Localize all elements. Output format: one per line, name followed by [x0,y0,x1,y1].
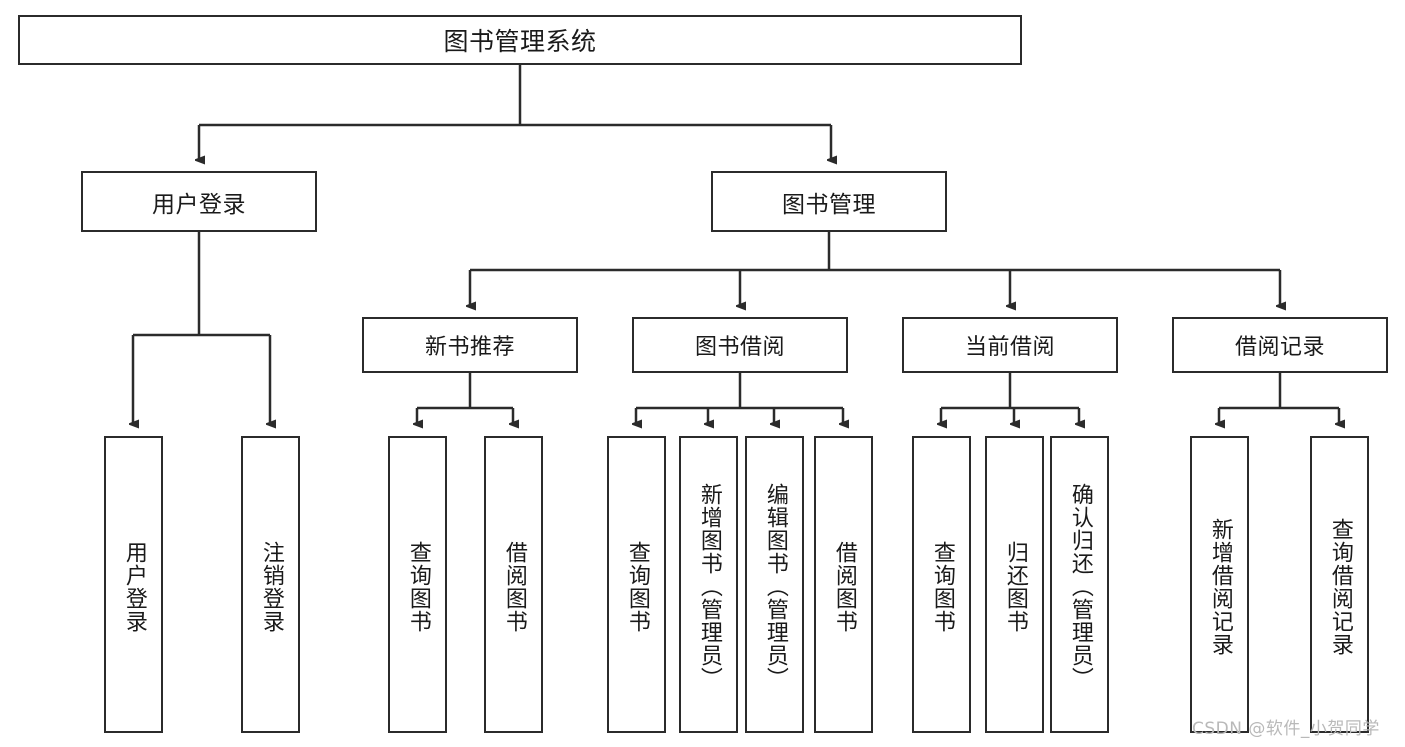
leaf-label: 查询图书 [929,540,955,633]
leaf-label: 查询图书 [405,540,431,633]
leaf-label: 借阅图书 [831,540,857,633]
leaf-query-book-borrow[interactable]: 查询图书 [607,436,666,733]
node-label: 新书推荐 [424,335,515,360]
leaf-edit-book-admin[interactable]: 编辑图书（管理员） [745,436,804,733]
leaf-add-borrow-record[interactable]: 新增借阅记录 [1190,436,1249,733]
leaf-label: 查询借阅记录 [1327,517,1353,656]
leaf-borrow-book[interactable]: 借阅图书 [814,436,873,733]
leaf-label: 注销登录 [258,540,284,633]
node-label: 图书管理 [782,191,876,218]
node-book-management-system[interactable]: 图书管理系统 [18,15,1022,65]
leaf-label: 确认归还（管理员） [1067,483,1093,690]
leaf-query-book-recommend[interactable]: 查询图书 [388,436,447,733]
leaf-label: 用户登录 [121,540,147,633]
leaf-return-book[interactable]: 归还图书 [985,436,1044,733]
leaf-label: 借阅图书 [501,540,527,633]
leaf-borrow-book-recommend[interactable]: 借阅图书 [484,436,543,733]
node-new-book-recommend[interactable]: 新书推荐 [362,317,578,373]
leaf-label: 归还图书 [1002,540,1028,633]
node-label: 用户登录 [152,191,246,218]
leaf-label: 查询图书 [624,540,650,633]
leaf-confirm-return-admin[interactable]: 确认归还（管理员） [1050,436,1109,733]
node-label: 当前借阅 [964,335,1055,360]
leaf-user-login[interactable]: 用户登录 [104,436,163,733]
node-current-borrow[interactable]: 当前借阅 [902,317,1118,373]
watermark: CSDN @软件_小贺同学 [1192,719,1380,739]
leaf-query-borrow-record[interactable]: 查询借阅记录 [1310,436,1369,733]
leaf-label: 新增图书（管理员） [696,483,722,690]
node-book-borrow[interactable]: 图书借阅 [632,317,848,373]
leaf-label: 新增借阅记录 [1207,517,1233,656]
node-label: 图书借阅 [694,335,785,360]
node-label: 借阅记录 [1234,335,1325,360]
node-label: 图书管理系统 [443,27,597,56]
leaf-query-book-current[interactable]: 查询图书 [912,436,971,733]
leaf-label: 编辑图书（管理员） [762,483,788,690]
node-borrow-record[interactable]: 借阅记录 [1172,317,1388,373]
node-book-management[interactable]: 图书管理 [711,171,947,232]
leaf-logout[interactable]: 注销登录 [241,436,300,733]
node-user-login[interactable]: 用户登录 [81,171,317,232]
leaf-add-book-admin[interactable]: 新增图书（管理员） [679,436,738,733]
